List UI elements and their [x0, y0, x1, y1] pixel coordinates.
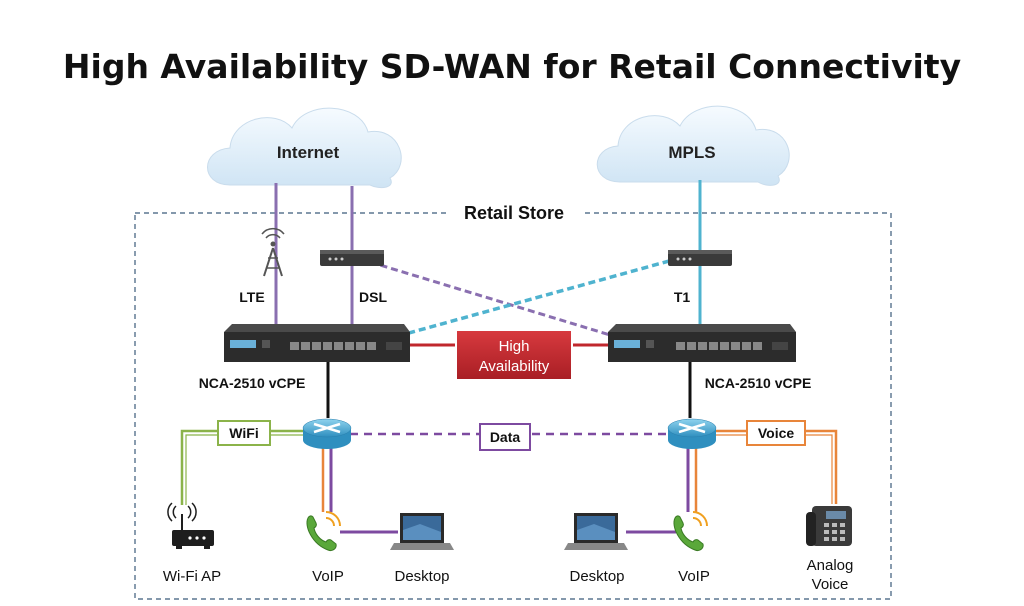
retail-store-label-bg: [446, 200, 582, 226]
data-label-box: Data: [479, 423, 531, 451]
mpls-label: MPLS: [668, 143, 715, 162]
voip-right-label: VoIP: [678, 568, 710, 585]
left-vcpe-appliance: [224, 324, 410, 362]
wifi-link: [180, 429, 318, 505]
right-vcpe-label: NCA-2510 vCPE: [705, 375, 812, 391]
wifi-label: WiFi: [229, 425, 258, 441]
left-vcpe-label: NCA-2510 vCPE: [199, 375, 306, 391]
wifi-label-box: WiFi: [217, 420, 271, 446]
analog-phone-icon: [806, 506, 852, 546]
desktop-right-label: Desktop: [569, 568, 624, 585]
internet-label: Internet: [277, 143, 340, 162]
retail-store-label: Retail Store: [464, 203, 564, 223]
ha-label-line2: Availability: [479, 358, 550, 375]
lte-tower-icon: [261, 227, 285, 277]
dsl-to-right-vcpe-dashed: [369, 260, 621, 340]
voip-right-icon: [673, 511, 708, 551]
desktop-right-icon: [564, 513, 628, 550]
voip-left-icon: [306, 511, 341, 551]
left-router-icon: [302, 418, 352, 449]
lte-label: LTE: [239, 289, 264, 305]
data-label: Data: [490, 429, 521, 445]
internet-cloud: Internet: [207, 107, 402, 189]
retail-store-boundary: [134, 212, 892, 600]
voice-label-box: Voice: [746, 420, 806, 446]
ha-label-line1: High: [499, 338, 530, 355]
mpls-cloud: MPLS: [596, 105, 790, 186]
high-availability-box: High Availability: [455, 329, 573, 381]
t1-label: T1: [674, 289, 691, 305]
right-vcpe-appliance: [608, 324, 796, 362]
analog-voice-label-line2: Voice: [812, 576, 849, 593]
voice-link-inner: [700, 434, 833, 504]
wifi-ap-icon: [167, 502, 214, 549]
wifi-ap-label: Wi-Fi AP: [163, 568, 221, 585]
dsl-label: DSL: [359, 289, 387, 305]
dsl-modem-icon: [320, 250, 384, 266]
diagram-title: High Availability SD-WAN for Retail Conn…: [63, 47, 961, 86]
voice-label: Voice: [758, 425, 795, 441]
voip-left-label: VoIP: [312, 568, 344, 585]
t1-modem-icon: [668, 250, 732, 266]
analog-voice-label-line1: Analog: [807, 557, 854, 574]
desktop-left-icon: [390, 513, 454, 550]
t1-to-left-vcpe-dashed: [397, 256, 681, 338]
right-router-icon: [667, 418, 717, 449]
wifi-link-inner: [185, 434, 318, 505]
desktop-left-label: Desktop: [394, 568, 449, 585]
voice-link: [700, 429, 838, 504]
